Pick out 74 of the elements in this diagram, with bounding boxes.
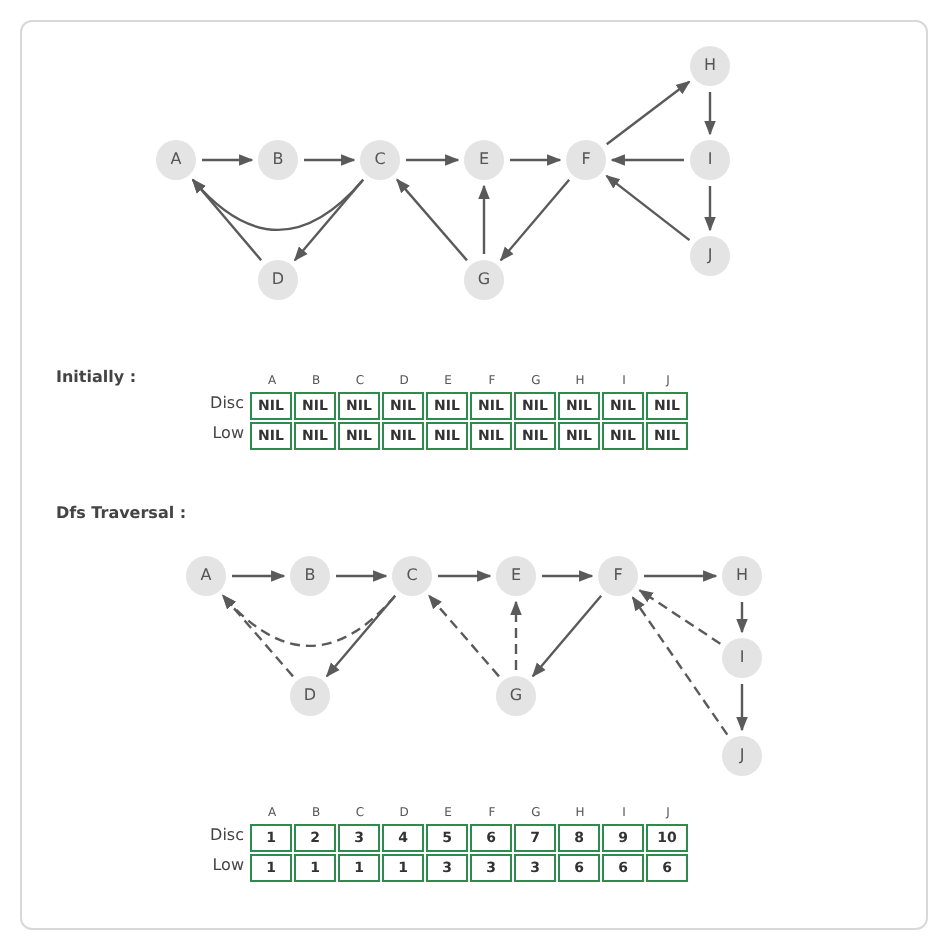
- vertex-label: B: [272, 152, 284, 168]
- arrow: [406, 154, 460, 166]
- vertex-label: D: [271, 272, 285, 288]
- arrow: [704, 92, 716, 136]
- arrow: [605, 174, 691, 242]
- row-header: Disc: [208, 394, 244, 412]
- vertex-circle: [290, 676, 330, 716]
- vertex-circle: [722, 638, 762, 678]
- arrow: [704, 186, 716, 232]
- vertex-circle: [722, 736, 762, 776]
- vertex-label: C: [374, 152, 386, 168]
- arrow: [531, 595, 603, 678]
- row-header: Disc: [208, 826, 244, 844]
- arrow: [736, 684, 748, 732]
- arrow: [232, 570, 286, 582]
- arrow: [610, 154, 684, 166]
- vertex-circle: [258, 140, 298, 180]
- arrow: [499, 179, 571, 262]
- vertex-label: I: [707, 152, 713, 168]
- arrow: [325, 595, 397, 678]
- arrow: [438, 570, 492, 582]
- vertex-circle: [464, 260, 504, 300]
- vertex-label: A: [170, 152, 182, 168]
- vertex-label: F: [613, 568, 623, 584]
- arrow: [736, 602, 748, 634]
- vertex-circle: [566, 140, 606, 180]
- arrow: [304, 154, 356, 166]
- vertex-label: G: [509, 688, 523, 704]
- arrow: [644, 570, 718, 582]
- vertex-circle: [598, 556, 638, 596]
- vertex-label: J: [707, 248, 713, 264]
- vertex-circle: [360, 140, 400, 180]
- vertex-circle: [290, 556, 330, 596]
- arrow: [606, 80, 691, 146]
- section-heading: Dfs Traversal :: [56, 504, 187, 522]
- arrow: [478, 184, 490, 254]
- vertex-label: A: [200, 568, 212, 584]
- vertex-circle: [690, 46, 730, 86]
- vertex-label: D: [303, 688, 317, 704]
- vertex-label: C: [406, 568, 418, 584]
- vertex-label: I: [739, 650, 745, 666]
- vertex-label: G: [477, 272, 491, 288]
- vertex-circle: [464, 140, 504, 180]
- arrow: [631, 596, 729, 736]
- arrow: [336, 570, 388, 582]
- vertex-circle: [186, 556, 226, 596]
- vertex-circle: [392, 556, 432, 596]
- vertex-label: B: [304, 568, 316, 584]
- vertex-circle: [258, 260, 298, 300]
- vertex-label: H: [735, 568, 748, 584]
- vertex-label: E: [478, 152, 490, 168]
- vertex-label: E: [510, 568, 522, 584]
- vertex-circle: [690, 236, 730, 276]
- arrow: [191, 178, 263, 261]
- arrow: [638, 589, 721, 645]
- arrow: [510, 154, 562, 166]
- vertex-label: H: [703, 58, 716, 74]
- arrow: [293, 179, 365, 262]
- vertex-label: F: [581, 152, 591, 168]
- vertex-circle: [722, 556, 762, 596]
- vertex-circle: [496, 676, 536, 716]
- row-header: Low: [210, 856, 244, 874]
- section-heading: Initially :: [56, 368, 137, 386]
- vertex-circle: [496, 556, 536, 596]
- vertex-circle: [156, 140, 196, 180]
- vertex-label: J: [739, 748, 745, 764]
- arrow: [510, 600, 522, 670]
- arrow: [202, 154, 254, 166]
- arrow: [428, 594, 500, 678]
- row-header: Low: [210, 424, 244, 442]
- arrow: [396, 178, 468, 262]
- vertex-circle: [690, 140, 730, 180]
- arrow: [542, 570, 594, 582]
- arrow: [222, 594, 294, 678]
